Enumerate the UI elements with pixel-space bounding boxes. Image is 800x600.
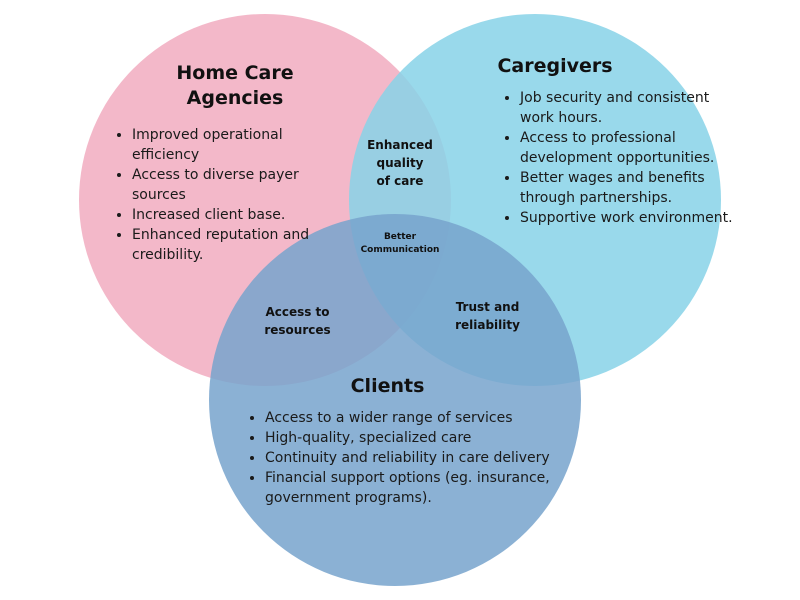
overlap-agencies-caregivers: Enhanced quality of care (350, 136, 450, 190)
overlap-line: Communication (360, 245, 440, 255)
overlap-line: reliability (455, 318, 520, 332)
overlap-line: quality (376, 156, 424, 170)
list-item: Continuity and reliability in care deliv… (265, 448, 585, 468)
clients-circle (209, 214, 581, 586)
overlap-line: Better (383, 232, 417, 242)
overlap-caregivers-clients: Trust and reliability (435, 298, 540, 334)
agencies-title: Home Care Agencies (150, 61, 320, 111)
overlap-line: of care (376, 174, 424, 188)
list-item: Better wages and benefits through partne… (520, 168, 740, 208)
overlap-line: Enhanced (367, 138, 433, 152)
list-item: Increased client base. (132, 205, 342, 225)
overlap-agencies-clients: Access to resources (245, 303, 350, 339)
clients-title: Clients (350, 375, 425, 397)
list-item: Supportive work environment. (520, 208, 740, 228)
list-item: Enhanced reputation and credibility. (132, 225, 342, 265)
caregivers-title: Caregivers (497, 55, 613, 77)
list-item: Financial support options (eg. insurance… (265, 468, 585, 508)
overlap-line: Access to (265, 305, 330, 319)
agencies-title-line2: Agencies (186, 87, 284, 109)
list-item: High-quality, specialized care (265, 428, 585, 448)
caregivers-list: Job security and consistent work hours. … (500, 88, 740, 228)
overlap-line: Trust and (455, 300, 520, 314)
list-item: Access to diverse payer sources (132, 165, 342, 205)
agencies-title-line1: Home Care (176, 62, 294, 84)
list-item: Access to professional development oppor… (520, 128, 740, 168)
list-item: Access to a wider range of services (265, 408, 585, 428)
list-item: Job security and consistent work hours. (520, 88, 740, 128)
clients-list: Access to a wider range of services High… (245, 408, 585, 508)
agencies-list: Improved operational efficiency Access t… (112, 125, 342, 265)
overlap-all-three: Better Communication (345, 231, 455, 257)
overlap-line: resources (264, 323, 331, 337)
list-item: Improved operational efficiency (132, 125, 342, 165)
